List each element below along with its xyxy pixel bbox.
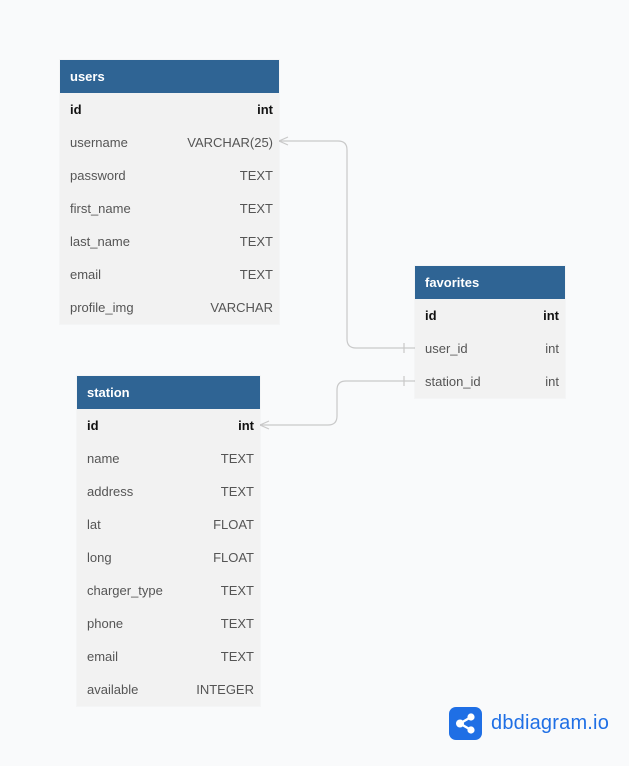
field-name: address	[87, 484, 134, 499]
brand-name: dbdiagram.io	[491, 712, 610, 734]
field-name: profile_img	[70, 300, 134, 315]
field-name: last_name	[70, 234, 130, 249]
crowfoot-many-users	[277, 136, 289, 146]
field-name: station_id	[425, 374, 481, 389]
field-type: int	[545, 374, 559, 389]
field-row-station-long[interactable]: long FLOAT	[77, 541, 260, 574]
field-row-users-password[interactable]: password TEXT	[60, 159, 279, 192]
field-name: charger_type	[87, 583, 163, 598]
field-type: TEXT	[239, 234, 273, 249]
field-row-favorites-id[interactable]: id int	[415, 299, 565, 332]
field-name: username	[70, 135, 128, 150]
field-type: TEXT	[220, 583, 254, 598]
brand-link[interactable]: dbdiagram.io	[449, 707, 609, 740]
table-header-users[interactable]: users	[60, 60, 279, 93]
field-type: int	[543, 308, 559, 323]
field-type: TEXT	[239, 168, 273, 183]
field-name: phone	[87, 616, 124, 631]
field-row-users-email[interactable]: email TEXT	[60, 258, 279, 291]
field-row-station-name[interactable]: name TEXT	[77, 442, 260, 475]
field-row-users-profile-img[interactable]: profile_img VARCHAR	[60, 291, 279, 324]
field-type: FLOAT	[213, 517, 254, 532]
field-name: long	[87, 550, 112, 565]
field-row-station-available[interactable]: available INTEGER	[77, 673, 260, 706]
field-name: first_name	[70, 201, 131, 216]
field-row-users-username[interactable]: username VARCHAR(25)	[60, 126, 279, 159]
field-type: TEXT	[239, 201, 273, 216]
field-name: available	[87, 682, 139, 697]
field-type: int	[257, 102, 273, 117]
field-name: lat	[87, 517, 101, 532]
field-type: TEXT	[220, 451, 254, 466]
field-row-station-email[interactable]: email TEXT	[77, 640, 260, 673]
field-type: TEXT	[220, 616, 254, 631]
field-row-favorites-station-id[interactable]: station_id int	[415, 365, 565, 398]
field-type: TEXT	[220, 649, 254, 664]
field-name: password	[70, 168, 126, 183]
field-name: name	[87, 451, 120, 466]
field-row-station-charger-type[interactable]: charger_type TEXT	[77, 574, 260, 607]
relationship-users-favorites[interactable]	[279, 140, 415, 349]
field-type: TEXT	[239, 267, 273, 282]
field-type: VARCHAR	[210, 300, 273, 315]
field-type: FLOAT	[213, 550, 254, 565]
field-row-station-phone[interactable]: phone TEXT	[77, 607, 260, 640]
field-row-station-lat[interactable]: lat FLOAT	[77, 508, 260, 541]
field-name: user_id	[425, 341, 468, 356]
field-type: int	[545, 341, 559, 356]
field-type: VARCHAR(25)	[187, 135, 273, 150]
field-name: email	[70, 267, 102, 282]
table-header-station[interactable]: station	[77, 376, 260, 409]
field-row-favorites-user-id[interactable]: user_id int	[415, 332, 565, 365]
field-row-users-last-name[interactable]: last_name TEXT	[60, 225, 279, 258]
crowfoot-many-station	[258, 420, 270, 430]
field-row-users-id[interactable]: id int	[60, 93, 279, 126]
field-type: TEXT	[220, 484, 254, 499]
field-type: int	[238, 418, 254, 433]
field-type: INTEGER	[196, 682, 254, 697]
field-row-users-first-name[interactable]: first_name TEXT	[60, 192, 279, 225]
field-row-station-address[interactable]: address TEXT	[77, 475, 260, 508]
field-name: id	[425, 308, 437, 323]
field-row-station-id[interactable]: id int	[77, 409, 260, 442]
share-nodes-icon	[449, 707, 482, 740]
field-name: id	[87, 418, 99, 433]
relationship-station-favorites[interactable]	[260, 380, 415, 426]
field-name: id	[70, 102, 82, 117]
table-header-favorites[interactable]: favorites	[415, 266, 565, 299]
field-name: email	[87, 649, 119, 664]
